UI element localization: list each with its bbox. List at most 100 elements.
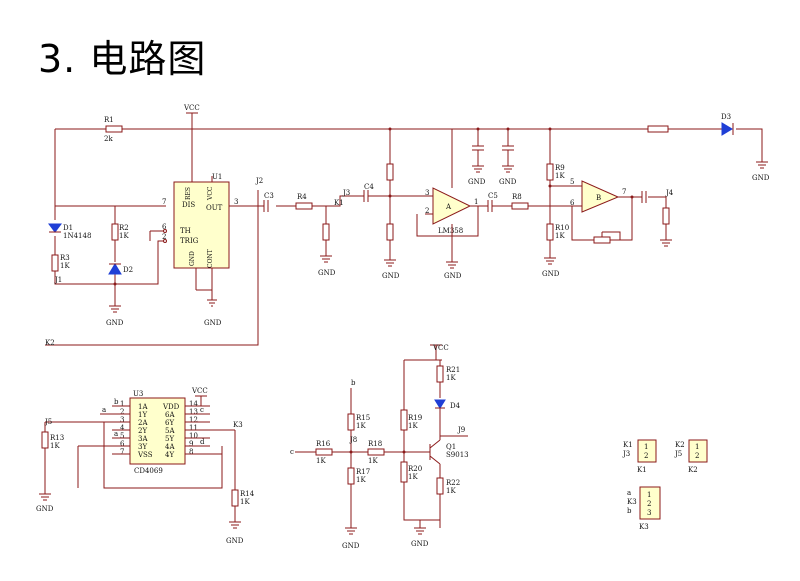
schematic-label: R13 [50, 434, 64, 442]
schematic-label: 3Y [138, 443, 147, 451]
schematic-label: 1K [356, 476, 366, 484]
schematic-label: LM358 [438, 227, 463, 235]
schematic-label: R1 [104, 116, 114, 124]
schematic-label: 5 [120, 432, 124, 440]
schematic-label: R3 [60, 254, 70, 262]
connector-k3 [639, 486, 661, 520]
schematic-label: 3A [138, 435, 148, 443]
schematic-label: D4 [450, 402, 461, 410]
schematic-label: R17 [356, 468, 370, 476]
schematic-label: d [200, 438, 205, 446]
resistor-r2 [111, 223, 119, 241]
schematic-label: 1 [647, 491, 651, 499]
schematic-label: VCC [191, 387, 208, 395]
resistor-r3 [51, 254, 59, 272]
schematic-label: GND [318, 269, 336, 277]
schematic-label: J9 [457, 426, 465, 434]
led-d4-icon [434, 399, 446, 409]
schematic-label: J5 [674, 450, 682, 458]
schematic-label: 8 [189, 448, 193, 456]
resistor-output [662, 207, 670, 225]
schematic-label: 1K [50, 442, 60, 450]
schematic-label: 1K [119, 232, 129, 240]
schematic-label: D1 [63, 224, 73, 232]
schematic-label: c [290, 448, 294, 456]
schematic-label: 1K [316, 457, 326, 465]
resistor-r10 [546, 223, 554, 241]
opamp-b [581, 180, 620, 213]
schematic-label: 1K [555, 172, 565, 180]
schematic-label: R21 [446, 366, 460, 374]
schematic-label: GND [204, 319, 222, 327]
schematic-label: VSS [137, 451, 153, 459]
schematic-label: R16 [316, 440, 331, 448]
schematic-label: b [627, 507, 632, 515]
schematic-label: R9 [555, 164, 565, 172]
schematic-label: C3 [264, 192, 274, 200]
schematic-label: 10 [189, 432, 198, 440]
schematic-label: 4 [120, 424, 125, 432]
schematic-label: Q1 [446, 443, 456, 451]
schematic-label: 1 [474, 198, 478, 206]
schematic-label: 1A [138, 403, 148, 411]
resistor-r19 [400, 409, 408, 431]
resistor-to-ground [322, 223, 330, 241]
schematic-label: 1K [356, 422, 366, 430]
schematic-label: 1K [60, 262, 70, 270]
inverter-section: U3 CD4069 1A 1Y 2A 2Y 3A 3Y VSS VDD 6A 6… [36, 387, 255, 545]
schematic-label: b [351, 379, 356, 387]
schematic-label: R18 [368, 440, 382, 448]
schematic-label: 1K [446, 374, 456, 382]
schematic-label: 11 [189, 424, 198, 432]
resistor-r17 [347, 467, 355, 485]
schematic-label: K1 [637, 466, 647, 474]
schematic-label: TH [180, 227, 191, 235]
resistor-r22 [436, 477, 444, 495]
schematic-label: VCC [432, 344, 449, 352]
schematic-label: D3 [721, 113, 731, 121]
schematic-label: K3 [233, 421, 243, 429]
schematic-label: 4Y [165, 451, 174, 459]
page-title: 3. 电路图 [38, 37, 207, 81]
schematic-label: 2 [644, 452, 648, 460]
resistor-r9 [546, 163, 554, 181]
schematic-label: K2 [675, 441, 685, 449]
schematic-label: 6A [165, 411, 175, 419]
timer-ic-u1 [173, 181, 230, 269]
led-d3-icon [721, 122, 733, 136]
opamp-a [432, 187, 472, 225]
schematic-label: J5 [44, 418, 52, 426]
schematic-label: 1K [408, 473, 418, 481]
schematic-label: 1N4148 [63, 232, 91, 240]
schematic-label: GND [36, 505, 54, 513]
schematic-label: 9 [189, 440, 193, 448]
schematic-label: R10 [555, 224, 569, 232]
schematic-label: GND [189, 251, 196, 266]
schematic-label: J2 [255, 177, 263, 185]
schematic-label: GND [106, 319, 124, 327]
schematic-label: 12 [189, 416, 198, 424]
schematic-label: 6 [162, 223, 167, 231]
schematic-label: VDD [162, 403, 180, 411]
schematic-label: GND [226, 537, 244, 545]
schematic-label: GND [542, 270, 560, 278]
schematic-label: 2 [162, 233, 166, 241]
schematic-label: J8 [349, 436, 357, 444]
diode-d1-icon [48, 223, 62, 233]
schematic-label: CD4069 [134, 467, 163, 475]
schematic-label: C4 [364, 183, 374, 191]
schematic-label: GND [382, 272, 400, 280]
schematic-label: S9013 [446, 451, 469, 459]
schematic-label: 6 [120, 440, 125, 448]
resistor-r13 [41, 431, 49, 449]
schematic-label: K1 [334, 199, 344, 207]
schematic-label: 6Y [165, 419, 174, 427]
schematic-label: R8 [512, 193, 522, 201]
inverter-ic-u3 [129, 397, 186, 465]
schematic-label: R19 [408, 414, 422, 422]
schematic-label: R14 [240, 490, 255, 498]
schematic-label: 3 [120, 416, 124, 424]
schematic-label: 2 [425, 207, 429, 215]
schematic-label: 13 [189, 408, 198, 416]
